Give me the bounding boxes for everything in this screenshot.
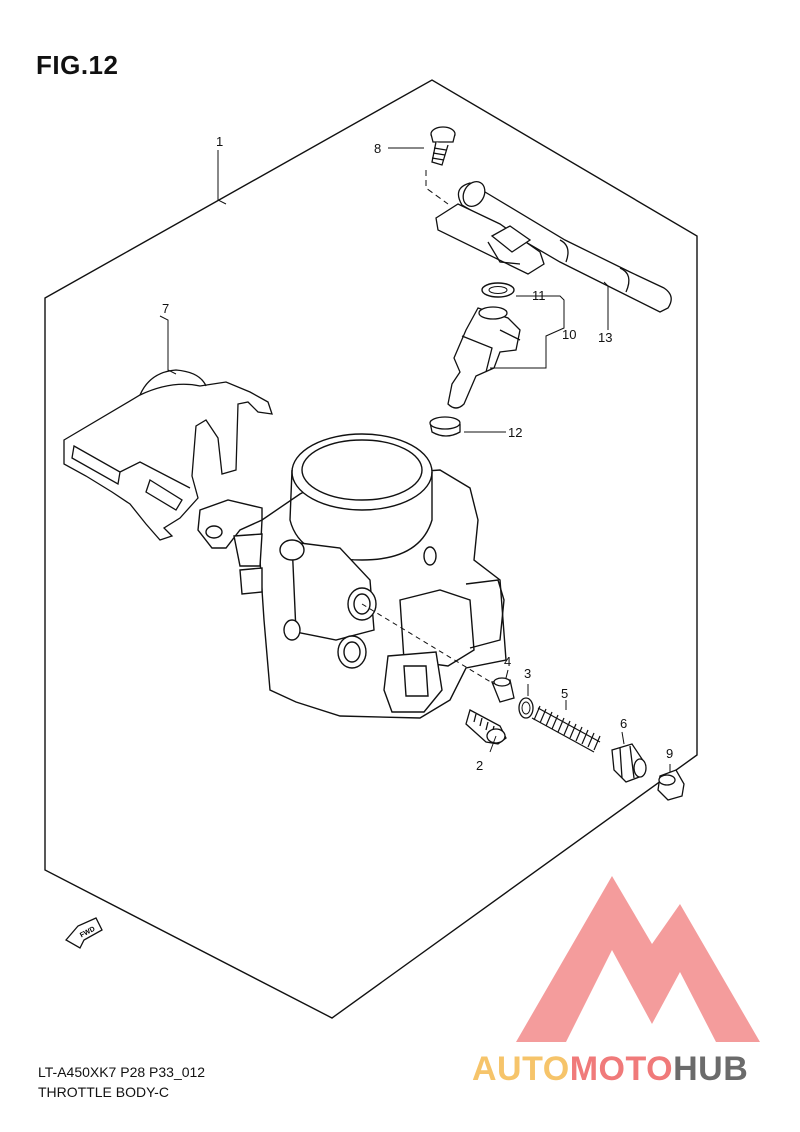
fuel-rail-part	[435, 181, 672, 313]
callout-4: 4	[504, 654, 511, 669]
plunger-part	[491, 677, 515, 703]
fuel-injector-part	[447, 306, 521, 409]
throttle-body-part	[197, 433, 507, 719]
watermark-part-auto: AUTO	[472, 1050, 570, 1088]
callout-3: 3	[524, 666, 531, 681]
cap-part	[657, 769, 685, 801]
figure-name: THROTTLE BODY-C	[38, 1084, 169, 1100]
seal-part	[429, 416, 461, 437]
watermark-logo-icon	[516, 876, 760, 1042]
callout-2: 2	[476, 758, 483, 773]
callout-9: 9	[666, 746, 673, 761]
bolt-part	[430, 126, 456, 166]
callout-6: 6	[620, 716, 627, 731]
spring-part	[531, 705, 601, 753]
callout-11: 11	[532, 288, 546, 303]
callout-8: 8	[374, 141, 381, 156]
o-ring-small-part	[518, 697, 534, 719]
callout-12: 12	[508, 425, 522, 440]
watermark-text: AUTOMOTOHUB	[472, 1050, 748, 1089]
bracket-part	[63, 369, 273, 541]
callout-5: 5	[561, 686, 568, 701]
o-ring-part	[481, 282, 515, 298]
callout-13: 13	[598, 330, 612, 345]
assembly-outline	[44, 79, 698, 1019]
callout-1: 1	[216, 134, 223, 149]
callout-7: 7	[162, 301, 169, 316]
fitting-part	[611, 743, 647, 783]
figure-code: LT-A450XK7 P28 P33_012	[38, 1064, 206, 1080]
figure-title: FIG.12	[36, 50, 119, 80]
leader-lines	[159, 147, 671, 772]
callout-10: 10	[562, 327, 576, 342]
watermark-part-moto: MOTO	[569, 1050, 674, 1088]
watermark-part-hub: HUB	[673, 1050, 749, 1088]
fwd-arrow-icon: FWD	[64, 917, 103, 949]
adjust-screw-part	[465, 709, 507, 745]
